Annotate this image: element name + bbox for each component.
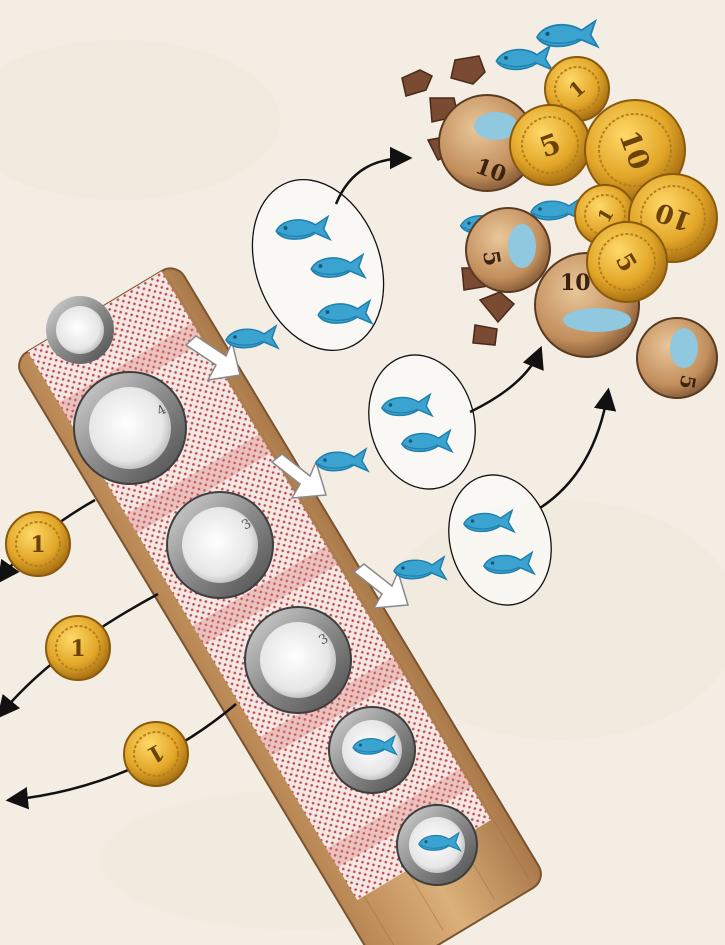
gold-coin: 5 <box>510 105 590 185</box>
fish-token <box>394 557 446 579</box>
plate-2: 3 <box>167 492 273 598</box>
plate-4 <box>329 707 415 793</box>
plate-1: 4 <box>74 372 186 484</box>
coin-left-2: 1 <box>46 616 110 680</box>
coin-value: 1 <box>70 636 85 662</box>
token-pile: 10 5 10 5 1 5 <box>402 21 717 398</box>
arrow-to-pile <box>540 392 608 508</box>
arrow-to-pile <box>336 158 408 204</box>
fish-token <box>316 449 368 471</box>
gold-coin: 5 <box>587 222 667 302</box>
token-value: 10 <box>560 270 591 296</box>
plate-3: 3 <box>245 607 351 713</box>
bubble-2 <box>354 343 490 501</box>
coin-value: 1 <box>30 532 45 558</box>
fish-token <box>226 326 278 348</box>
coin-left-3: 1 <box>124 722 188 786</box>
arrow-to-pile <box>470 350 540 412</box>
arrow-coin-out <box>10 704 236 800</box>
coin-left-1: 1 <box>6 512 70 576</box>
fish-token <box>496 46 551 69</box>
plate-5 <box>397 805 477 885</box>
plate-partial <box>46 296 114 364</box>
wood-token: 5 <box>637 318 717 398</box>
fish-token <box>537 21 598 47</box>
wood-token: 5 <box>466 208 550 292</box>
